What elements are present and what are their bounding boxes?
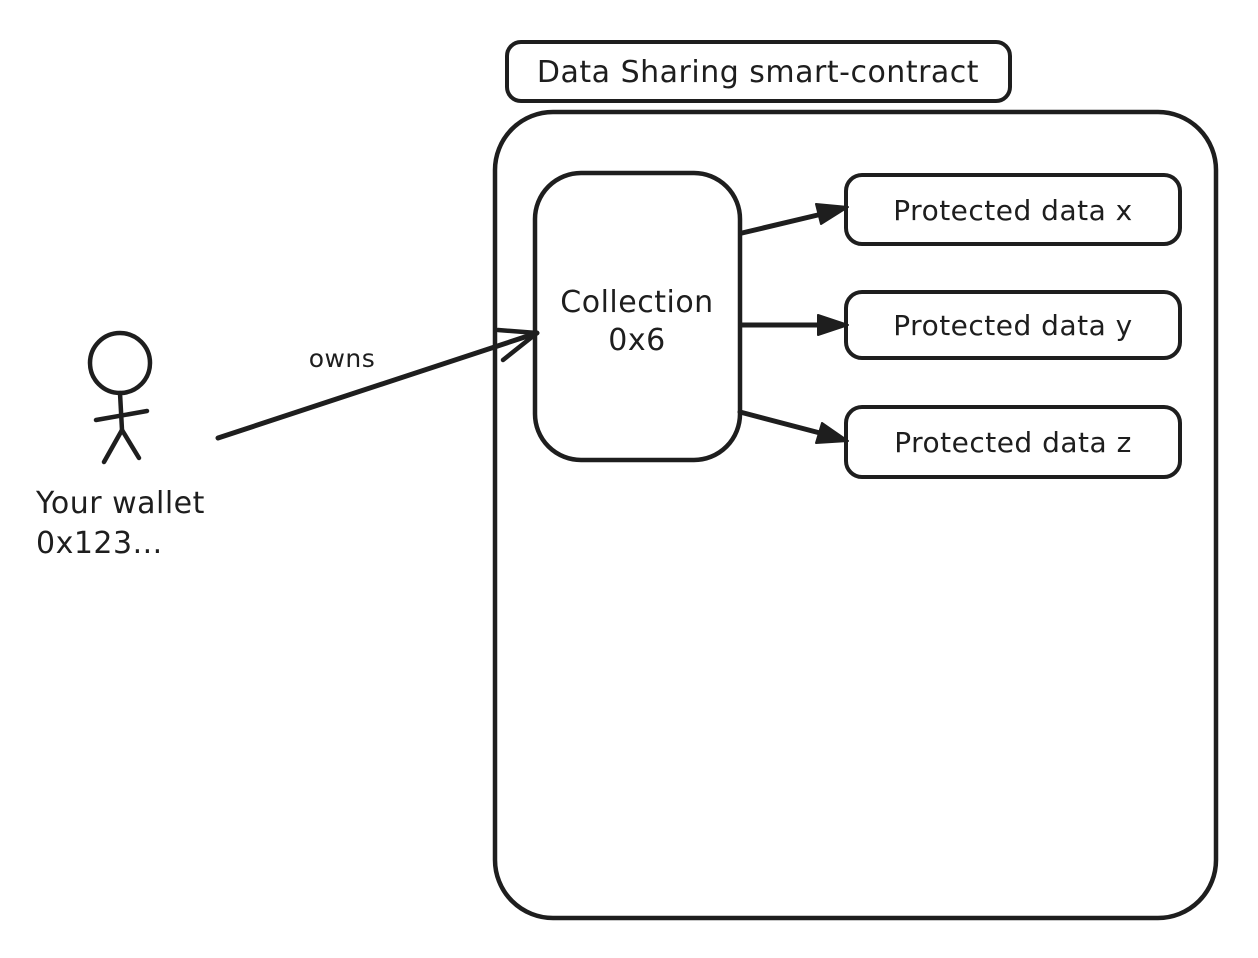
arrow-collection-to-x bbox=[739, 203, 849, 236]
stick-figure-body bbox=[117, 390, 125, 433]
collection-label-line1: Collection bbox=[560, 285, 713, 320]
protected-data-y-label: Protected data y bbox=[893, 309, 1132, 342]
owns-label: owns bbox=[309, 344, 376, 373]
stick-figure bbox=[87, 330, 153, 465]
protected-data-item-z: Protected data z bbox=[844, 405, 1182, 479]
title-box bbox=[505, 40, 1012, 103]
stick-figure-arms bbox=[93, 408, 150, 423]
protected-data-item-x: Protected data x bbox=[844, 173, 1182, 246]
protected-data-item-y: Protected data y bbox=[844, 290, 1182, 360]
arrow-collection-to-y bbox=[739, 314, 849, 336]
owns-arrow bbox=[215, 327, 540, 441]
protected-data-x-label: Protected data x bbox=[893, 194, 1132, 227]
collection-label-line2: 0x6 bbox=[608, 323, 665, 358]
title-label: Data Sharing smart-contract bbox=[537, 55, 979, 90]
arrow-collection-to-z bbox=[737, 409, 849, 444]
protected-data-z-label: Protected data z bbox=[894, 426, 1132, 459]
wallet-label-line1: Your wallet bbox=[35, 486, 205, 521]
protected-data-x-box bbox=[844, 173, 1182, 246]
collection-box bbox=[532, 170, 743, 463]
stick-figure-legs bbox=[101, 427, 142, 465]
wallet-label-line2: 0x123... bbox=[36, 526, 163, 561]
stick-figure-head bbox=[87, 330, 153, 396]
